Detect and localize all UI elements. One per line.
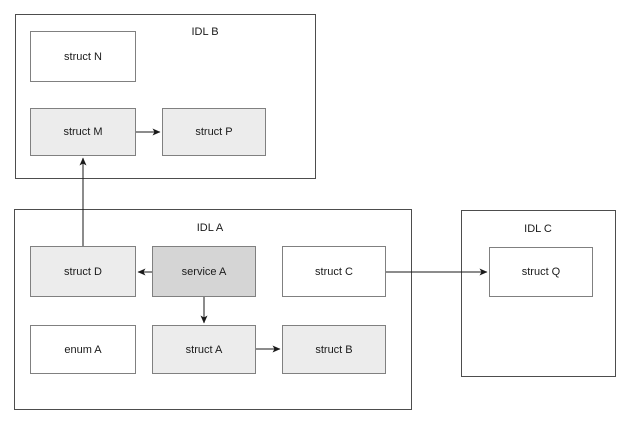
node-label: struct C (315, 265, 353, 278)
node-struct-p[interactable]: struct P (162, 108, 266, 156)
node-struct-a[interactable]: struct A (152, 325, 256, 374)
node-struct-m[interactable]: struct M (30, 108, 136, 156)
node-label: struct D (64, 265, 102, 278)
node-label: struct N (64, 50, 102, 63)
node-enum-a[interactable]: enum A (30, 325, 136, 374)
container-idl-a[interactable] (14, 209, 412, 410)
container-label-idl-a: IDL A (196, 222, 224, 234)
node-service-a[interactable]: service A (152, 246, 256, 297)
container-idl-b[interactable] (15, 14, 316, 179)
container-idl-c[interactable] (461, 210, 616, 377)
node-label: struct B (315, 343, 353, 356)
node-struct-q[interactable]: struct Q (489, 247, 593, 297)
node-struct-n[interactable]: struct N (30, 31, 136, 82)
node-struct-b[interactable]: struct B (282, 325, 386, 374)
node-struct-d[interactable]: struct D (30, 246, 136, 297)
node-label: struct Q (521, 266, 561, 278)
container-label-idl-b: IDL B (191, 26, 219, 38)
node-label: struct P (195, 126, 233, 138)
node-label: struct M (63, 126, 103, 138)
node-label: struct A (185, 343, 223, 356)
node-struct-c[interactable]: struct C (282, 246, 386, 297)
node-label: service A (181, 265, 227, 278)
node-label: enum A (64, 343, 102, 356)
container-label-idl-c: IDL C (524, 223, 552, 235)
